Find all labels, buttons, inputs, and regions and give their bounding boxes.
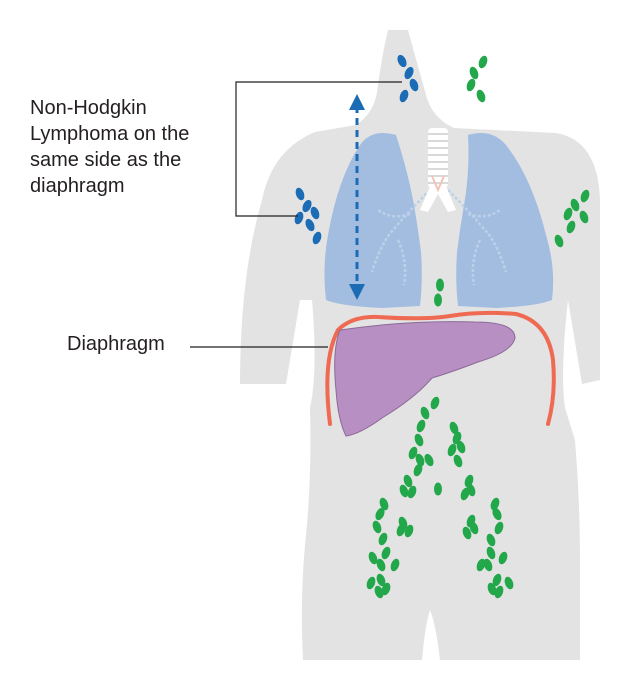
lymph-node: [456, 440, 466, 454]
lymph-node: [487, 582, 497, 596]
lymph-node: [407, 485, 417, 499]
lymph-node: [476, 558, 486, 572]
lymph-node: [447, 443, 457, 457]
lymph-node: [376, 558, 386, 572]
lymph-node: [415, 453, 425, 467]
lymph-node: [404, 66, 414, 80]
lymph-node: [424, 453, 434, 467]
lymph-node: [399, 89, 409, 103]
lymph-node: [376, 573, 386, 587]
lymph-node: [366, 576, 376, 590]
lymph-node: [408, 446, 418, 460]
lymph-node: [378, 532, 388, 546]
lymph-node: [381, 582, 391, 596]
lymph-node: [492, 507, 502, 521]
lymph-node: [390, 558, 400, 572]
lymph-node: [478, 55, 488, 69]
lymph-node: [302, 199, 312, 213]
lymph-node: [483, 558, 493, 572]
lymph-node: [566, 220, 576, 234]
nhl-label-line-2: Lymphoma on the: [30, 123, 189, 145]
lymph-node: [486, 546, 496, 560]
lymph-node: [310, 206, 320, 220]
lymph-node: [420, 406, 430, 420]
lymph-node: [409, 78, 419, 92]
lymph-node: [381, 546, 391, 560]
bronchi: [370, 189, 508, 286]
nhl-label-line-3: same side as the: [30, 149, 181, 171]
nhl-label-line-1: Non-Hodgkin: [30, 97, 147, 119]
lymph-node: [449, 421, 459, 435]
left-lung: [324, 132, 422, 308]
lymph-node: [469, 521, 479, 535]
trachea-rings: [428, 133, 448, 184]
diaphragm-arc: [325, 310, 556, 426]
lymph-node: [305, 218, 315, 232]
nhl-leader-line: [235, 81, 402, 217]
right-lung: [456, 132, 554, 308]
nhl-label-line-4: diaphragm: [30, 175, 125, 197]
diaphragm-label: Diaphragm: [67, 333, 165, 355]
lymph-node: [460, 487, 470, 501]
lymph-node: [434, 482, 442, 496]
lymph-node: [464, 474, 474, 488]
lymph-node: [404, 524, 414, 538]
lymph-node: [368, 551, 378, 565]
lymph-node: [580, 189, 590, 203]
lymph-node: [294, 211, 304, 225]
nhl-label: Non-Hodgkin Lymphoma on the same side as…: [30, 97, 195, 197]
lymph-node: [397, 54, 407, 68]
lymph-node: [453, 454, 463, 468]
lymph-node: [486, 533, 496, 547]
lymph-node: [554, 234, 564, 248]
normal-lymph-nodes: [366, 55, 590, 599]
lymph-node: [490, 497, 500, 511]
lymph-node: [504, 576, 514, 590]
lymph-node: [498, 551, 508, 565]
lymph-node: [434, 293, 442, 307]
lymph-node: [374, 585, 384, 599]
trachea-fork: [420, 186, 456, 212]
lymph-node: [375, 507, 385, 521]
lymph-node: [414, 433, 424, 447]
lymph-node: [295, 187, 305, 201]
lymph-node: [466, 78, 476, 92]
lymph-node: [379, 497, 389, 511]
lymph-node: [579, 210, 589, 224]
lymph-node: [570, 198, 580, 212]
liver: [334, 321, 516, 437]
arrow-head-up: [349, 94, 365, 110]
lymph-node: [430, 396, 440, 410]
arrow-head-down: [349, 284, 365, 300]
lymph-node: [372, 520, 382, 534]
lymph-node: [403, 474, 413, 488]
lymph-node: [469, 66, 479, 80]
lymph-node: [413, 463, 423, 477]
lymph-node: [312, 231, 322, 245]
lymph-node: [399, 484, 409, 498]
lymph-node: [563, 207, 573, 221]
trachea-carina: [431, 175, 445, 193]
trachea: [428, 128, 448, 188]
lymph-node: [396, 523, 406, 537]
lymph-node: [416, 419, 426, 433]
lymph-node: [476, 89, 486, 103]
lymph-node: [436, 278, 444, 292]
lymph-node: [492, 573, 502, 587]
lymph-node: [494, 585, 504, 599]
affected-lymph-nodes: [294, 54, 419, 245]
lymph-node: [494, 521, 504, 535]
lymph-node: [462, 526, 472, 540]
